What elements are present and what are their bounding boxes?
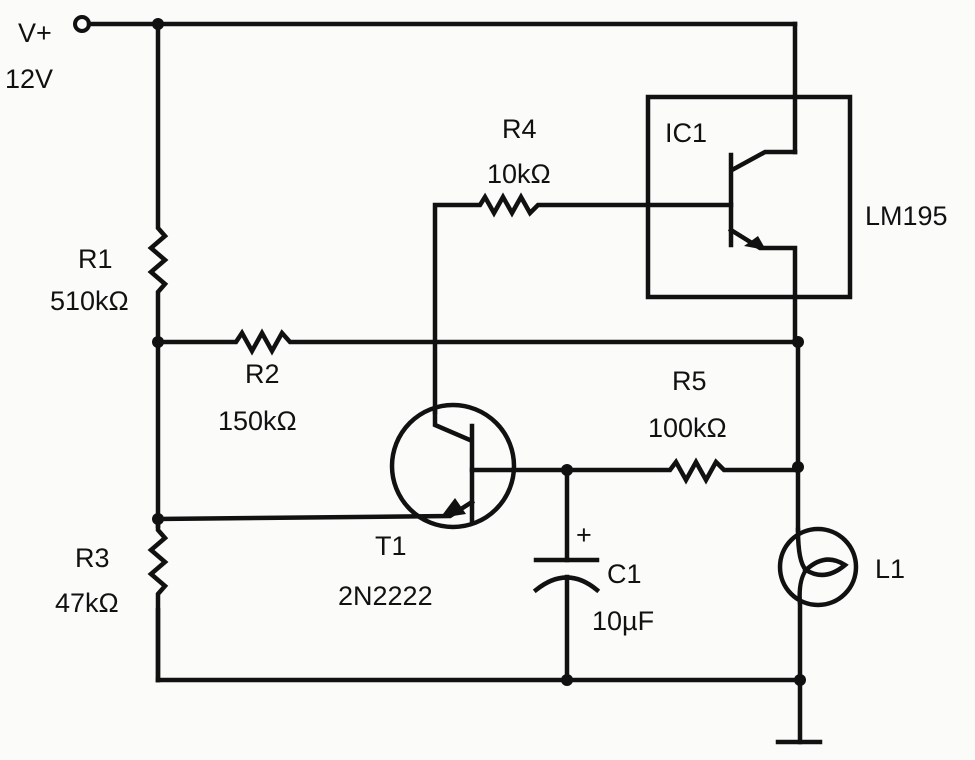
- c1-ref: C1: [607, 559, 642, 589]
- t1-transistor-body: [389, 402, 517, 530]
- t1-part: 2N2222: [338, 581, 433, 611]
- l1-filament-lead: [795, 527, 810, 574]
- r5-value: 100kΩ: [648, 413, 727, 443]
- ic1-collector-lead: [728, 149, 798, 174]
- t1-collector-lead: [432, 409, 473, 443]
- t1-emitter-arrow-icon: [440, 498, 466, 518]
- r5-ref: R5: [672, 366, 707, 396]
- r2-value: 150kΩ: [218, 406, 297, 436]
- l1-ref: L1: [875, 554, 905, 584]
- c1-polarity: +: [576, 520, 592, 550]
- r3-ref: R3: [75, 543, 110, 573]
- resistor-r5: [564, 457, 801, 485]
- ic1-package: [645, 94, 853, 300]
- supply-voltage: 12V: [5, 64, 53, 94]
- resistor-r4: [432, 192, 734, 415]
- l1-lamp-body: [777, 526, 859, 608]
- ic1-ref: IC1: [665, 118, 707, 148]
- wire-l1-bottom: [797, 566, 810, 683]
- c1-value: 10µF: [592, 606, 654, 636]
- r1-value: 510kΩ: [50, 286, 129, 316]
- resistor-r3: [147, 515, 169, 683]
- r4-value: 10kΩ: [487, 159, 551, 189]
- ic1-part: LM195: [865, 201, 948, 231]
- r1-ref: R1: [78, 244, 113, 274]
- r4-ref: R4: [502, 114, 537, 144]
- t1-emitter-lead: [155, 498, 476, 522]
- t1-ref: T1: [375, 531, 407, 561]
- l1-filament-icon: [802, 557, 849, 578]
- supply-label: V+: [18, 18, 52, 48]
- resistor-r2: [155, 328, 801, 356]
- r3-value: 47kΩ: [55, 588, 119, 618]
- ic1-emitter-arrow-icon: [744, 236, 766, 250]
- ic1-emitter-lead: [727, 226, 798, 345]
- resistor-r1: [147, 21, 169, 683]
- r2-ref: R2: [245, 359, 280, 389]
